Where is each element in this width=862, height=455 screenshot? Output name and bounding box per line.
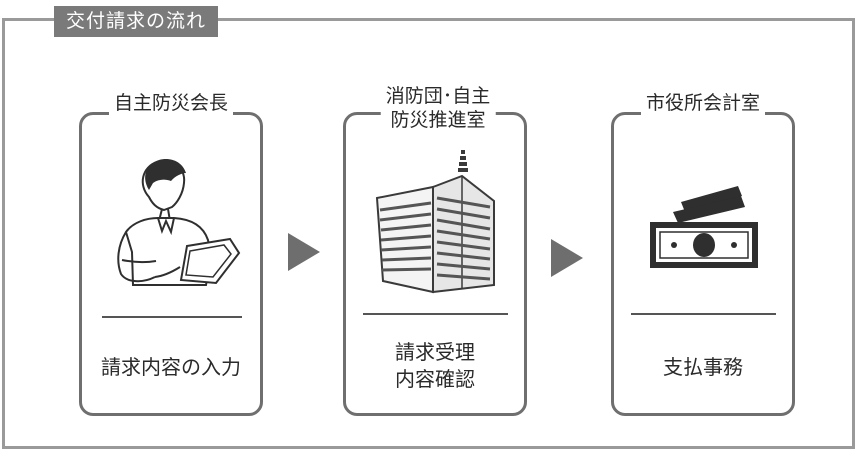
- step-2-title-line-1: 消防団･自主: [385, 85, 491, 107]
- arrow-right-icon: [288, 233, 320, 271]
- step-3-body: 支払事務: [614, 354, 792, 381]
- step-1-title-line-1: 自主防災会長: [113, 92, 229, 114]
- step-2-body-line-2: 内容確認: [395, 367, 475, 391]
- arrow-right-icon: [551, 239, 583, 277]
- step-3-title-line-1: 市役所会計室: [645, 92, 761, 114]
- step-1-title: 自主防災会長: [108, 91, 234, 115]
- step-1-card: 請求内容の入力: [79, 112, 263, 416]
- flow-title: 交付請求の流れ: [54, 6, 219, 37]
- office-building-icon: [375, 150, 495, 294]
- step-1-body-line-1: 請求内容の入力: [101, 355, 241, 379]
- flow-frame: [2, 18, 855, 449]
- money-bills-icon: [650, 186, 758, 268]
- step-1-divider: [102, 316, 242, 318]
- step-2-card: 請求受理 内容確認: [343, 112, 527, 416]
- step-2-divider: [363, 313, 508, 315]
- step-2-title-line-2: 防災推進室: [390, 109, 486, 131]
- step-2-body-line-1: 請求受理: [395, 340, 475, 364]
- step-3-card: 支払事務: [611, 112, 795, 416]
- step-2-body: 請求受理 内容確認: [346, 339, 524, 393]
- step-1-body: 請求内容の入力: [82, 354, 260, 381]
- step-3-title: 市役所会計室: [640, 91, 766, 115]
- step-2-title: 消防団･自主 防災推進室: [380, 84, 496, 132]
- step-3-body-line-1: 支払事務: [663, 355, 743, 379]
- person-with-laptop-icon: [117, 159, 241, 286]
- step-3-divider: [631, 313, 776, 315]
